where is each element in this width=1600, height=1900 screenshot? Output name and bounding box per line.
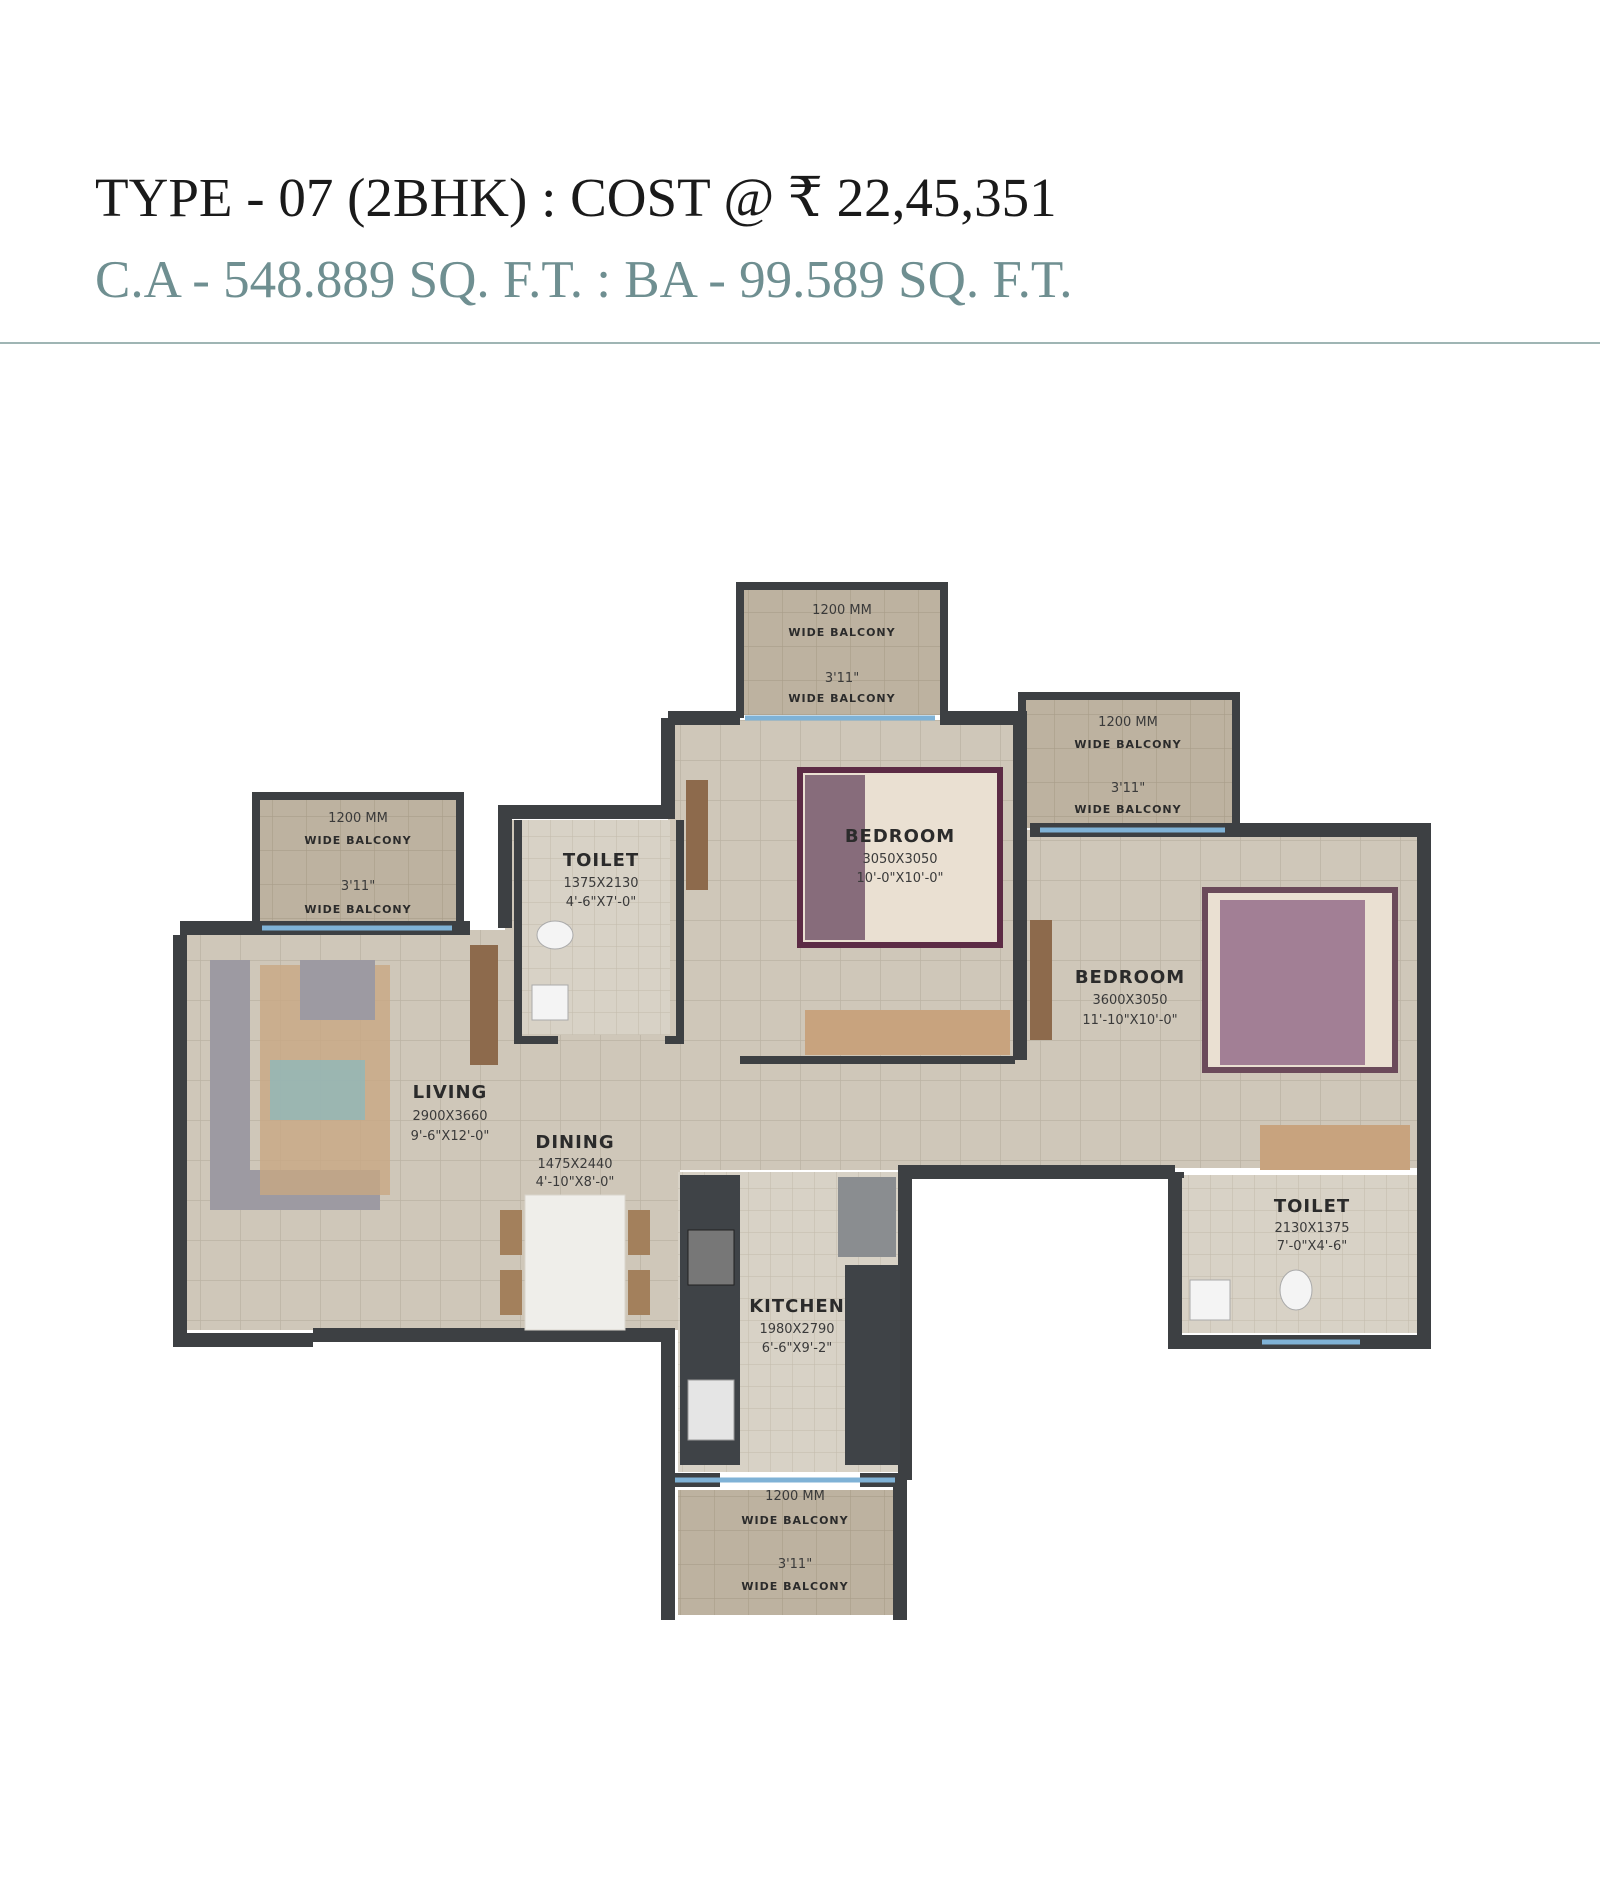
kitchen-mm: 1980X2790 [759, 1322, 834, 1337]
bedroom-2-mm: 3600X3050 [1092, 993, 1167, 1008]
partitions [514, 820, 1184, 1178]
kitchen-ft: 6'-6"X9'-2" [762, 1341, 832, 1356]
living-ft: 9'-6"X12'-0" [411, 1129, 490, 1144]
balcony-walls [252, 582, 1240, 928]
bedroom-1-mm: 3050X3050 [862, 852, 937, 867]
dining-furniture [500, 1194, 650, 1331]
living-label: LIVING [413, 1082, 488, 1103]
basin-1 [531, 984, 569, 1021]
living-furniture [210, 945, 498, 1210]
bedroom-1-label: BEDROOM [845, 826, 955, 847]
study-desk-2 [1030, 920, 1052, 1040]
balcony-bottom-ft: 3'11" [778, 1557, 812, 1572]
wc-2 [1279, 1269, 1313, 1311]
toilet-1-ft: 4'-6"X7'-0" [566, 895, 636, 910]
balcony-right-wide-2: WIDE BALCONY [1074, 803, 1181, 816]
bedroom-2-ft: 11'-10"X10'-0" [1082, 1013, 1177, 1028]
bedroom-1-ft: 10'-0"X10'-0" [856, 871, 943, 886]
bedroom-1-furniture [686, 767, 1010, 1055]
balcony-top-floor [740, 590, 940, 715]
balcony-left-ft: 3'11" [341, 879, 375, 894]
coffee-table [270, 1060, 365, 1120]
counter-right [845, 1265, 900, 1465]
balcony-left-mm: 1200 MM [328, 811, 388, 826]
sofa [210, 960, 250, 1210]
room-labels: LIVING 2900X3660 9'-6"X12'-0" DINING 147… [411, 826, 1350, 1356]
balcony-top-wide: WIDE BALCONY [788, 626, 895, 639]
balcony-left-wide: WIDE BALCONY [304, 834, 411, 847]
balcony-top-wide-2: WIDE BALCONY [788, 692, 895, 705]
kitchen-furniture [680, 1175, 900, 1465]
dining-ft: 4'-10"X8'-0" [536, 1175, 615, 1190]
balcony-right-mm: 1200 MM [1098, 715, 1158, 730]
walls [173, 711, 1431, 1620]
wardrobe-2 [1260, 1125, 1410, 1170]
balcony-bottom-wide: WIDE BALCONY [741, 1514, 848, 1527]
header-divider [0, 342, 1600, 344]
balcony-left-wide-2: WIDE BALCONY [304, 903, 411, 916]
area-subtitle: C.A - 548.889 SQ. F.T. : BA - 99.589 SQ.… [95, 251, 1073, 309]
balcony-left-floor [256, 800, 456, 928]
balcony-bottom-floor [678, 1490, 893, 1615]
balcony-right-floor [1022, 700, 1232, 828]
stove [687, 1229, 735, 1286]
dining-table [524, 1194, 626, 1331]
balcony-top-mm: 1200 MM [812, 603, 872, 618]
basin-2 [1189, 1279, 1231, 1321]
fridge [838, 1177, 896, 1257]
wc-1 [536, 920, 574, 950]
study-desk-1 [686, 780, 708, 890]
balcony-right-ft: 3'11" [1111, 781, 1145, 796]
balcony-labels: 1200 MM WIDE BALCONY 3'11" WIDE BALCONY … [304, 603, 1181, 1593]
toilet-1-mm: 1375X2130 [563, 876, 638, 891]
armchair [300, 960, 375, 1020]
balcony-right-wide: WIDE BALCONY [1074, 738, 1181, 751]
toilet-2-ft: 7'-0"X4'-6" [1277, 1239, 1347, 1254]
plan-title: TYPE - 07 (2BHK) : COST @ ₹ 22,45,351 [95, 167, 1057, 228]
kitchen-label: KITCHEN [749, 1296, 845, 1317]
balcony-bottom-mm: 1200 MM [765, 1489, 825, 1504]
bath-fixtures [531, 920, 1313, 1321]
tv-unit [470, 945, 498, 1065]
balcony-top-ft: 3'11" [825, 671, 859, 686]
sink [687, 1379, 735, 1441]
toilet-2-mm: 2130X1375 [1274, 1221, 1349, 1236]
bedroom-2-furniture [1030, 887, 1410, 1170]
wardrobe-1 [805, 1010, 1010, 1055]
balcony-bottom-wide-2: WIDE BALCONY [741, 1580, 848, 1593]
dining-mm: 1475X2440 [537, 1157, 612, 1172]
living-mm: 2900X3660 [412, 1109, 487, 1124]
windows [262, 715, 1360, 1483]
dining-label: DINING [535, 1132, 614, 1153]
toilet-1-label: TOILET [563, 850, 639, 871]
toilet-2-label: TOILET [1274, 1196, 1350, 1217]
bedroom-2-label: BEDROOM [1075, 967, 1185, 988]
